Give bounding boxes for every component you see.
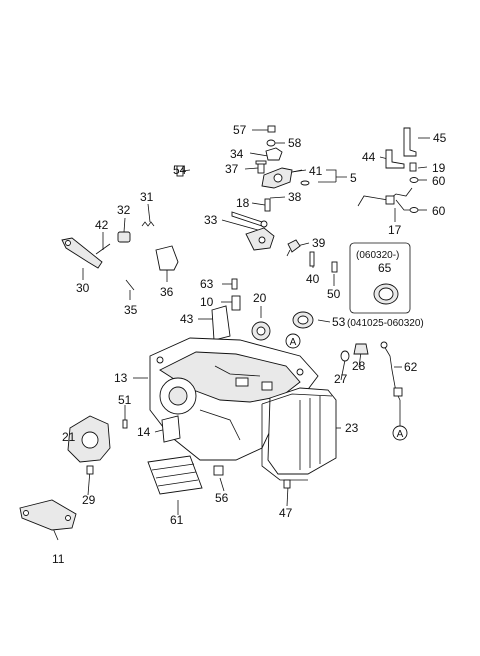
callout-11: 11	[52, 552, 65, 566]
part-28-plug	[353, 343, 369, 355]
inset-date-range: (060320-)	[356, 250, 399, 261]
callout-56: 56	[215, 491, 229, 505]
callout-31: 31	[140, 190, 154, 204]
part-41-pin	[291, 169, 303, 173]
callout-34: 34	[230, 147, 244, 161]
callout-57: 57	[233, 123, 247, 137]
part-30-lever	[61, 237, 103, 269]
inset-box	[349, 242, 411, 314]
callout-33: 33	[204, 213, 218, 227]
part-40-pin	[309, 251, 315, 267]
callout-14: 14	[137, 425, 151, 439]
part-5-manual-shaft-assembly	[261, 167, 293, 189]
part-42-pin	[95, 243, 111, 255]
part-58-washer	[266, 139, 276, 147]
callout-60-lower: 60	[432, 204, 446, 218]
part-19-bolt	[409, 162, 417, 172]
part-61-oil-filter	[147, 455, 203, 495]
callout-53: 53	[332, 315, 346, 329]
part-54-bolt	[176, 165, 184, 177]
callout-43: 43	[180, 312, 194, 326]
ref-marker-a-pipe: A	[392, 400, 408, 441]
part-57-nut	[267, 125, 276, 133]
part-36-bracket	[155, 245, 179, 271]
callout-47: 47	[279, 506, 293, 520]
callout-60-upper: 60	[432, 174, 446, 188]
callout-50: 50	[327, 287, 341, 301]
callout-29: 29	[82, 493, 96, 507]
callout-58: 58	[288, 136, 302, 150]
callout-21: 21	[62, 430, 76, 444]
callout-54: 54	[173, 163, 187, 177]
part-60-oring-upper	[409, 177, 419, 183]
part-45-bracket	[403, 127, 417, 157]
callout-28: 28	[352, 359, 366, 373]
ref-marker-a-top: A	[285, 333, 301, 349]
part-50-bolt	[331, 261, 338, 273]
part-62-breather-pipe	[380, 341, 403, 401]
callout-labels: 57 58 34 37 41 5 38 18 33 39 40 50 54 31…	[52, 123, 447, 566]
part-18-bolt	[264, 198, 271, 212]
callout-36: 36	[160, 285, 174, 299]
callout-35: 35	[124, 303, 138, 317]
callout-45: 45	[433, 131, 447, 145]
part-31-spring	[141, 221, 155, 227]
part-53-seal	[292, 311, 314, 329]
callout-38: 38	[288, 190, 302, 204]
part-43-plate	[211, 305, 231, 341]
callout-5: 5	[350, 171, 357, 185]
part-47-bolt	[283, 479, 291, 489]
part-35-pin	[125, 279, 135, 291]
part-37-bolt	[255, 160, 267, 174]
callout-42: 42	[95, 218, 109, 232]
part-34-detent-lever	[265, 147, 283, 161]
seal-date-range: (041025-060320)	[347, 318, 424, 329]
part-29-bolt	[86, 465, 94, 475]
part-56-bolt	[213, 465, 224, 476]
part-14-baffle	[161, 415, 181, 443]
callout-17: 17	[388, 223, 402, 237]
callout-13: 13	[114, 371, 128, 385]
part-23-oil-pan	[261, 387, 337, 481]
part-63-bolt	[231, 278, 238, 290]
callout-63: 63	[200, 277, 214, 291]
callout-32: 32	[117, 203, 131, 217]
part-13-transaxle-case	[149, 337, 319, 461]
part-27-washer	[340, 350, 350, 362]
callout-61: 61	[170, 513, 184, 527]
svg-text:A: A	[397, 429, 404, 440]
part-10-sleeve	[231, 295, 241, 311]
part-60-oring-lower	[409, 207, 419, 213]
callout-62: 62	[404, 360, 418, 374]
callout-65: 65	[378, 261, 392, 275]
callout-10: 10	[200, 295, 214, 309]
svg-text:A: A	[290, 337, 297, 348]
part-51-pin	[122, 419, 128, 429]
callout-40: 40	[306, 272, 320, 286]
callout-39: 39	[312, 236, 326, 250]
callout-19: 19	[432, 161, 446, 175]
callout-18: 18	[236, 196, 250, 210]
callout-20: 20	[253, 291, 267, 305]
part-20-seal	[251, 321, 271, 341]
callout-30: 30	[76, 281, 90, 295]
part-32-bushing	[117, 231, 131, 243]
part-38-oring	[300, 180, 310, 186]
part-inhibitor-lever	[245, 227, 275, 251]
callout-51: 51	[118, 393, 132, 407]
callout-37: 37	[225, 162, 239, 176]
part-65-oil-seal	[373, 283, 399, 305]
part-21-cover	[67, 415, 111, 463]
part-33-manual-shaft	[231, 211, 268, 228]
part-17-oil-pipe	[357, 187, 413, 211]
part-11-bracket	[19, 499, 77, 531]
callout-44: 44	[362, 150, 376, 164]
leader-lines	[51, 129, 430, 541]
callout-23: 23	[345, 421, 359, 435]
callout-41: 41	[309, 164, 323, 178]
part-44-bracket	[385, 149, 405, 169]
part-39-sensor	[286, 239, 301, 257]
callout-27: 27	[334, 372, 348, 386]
